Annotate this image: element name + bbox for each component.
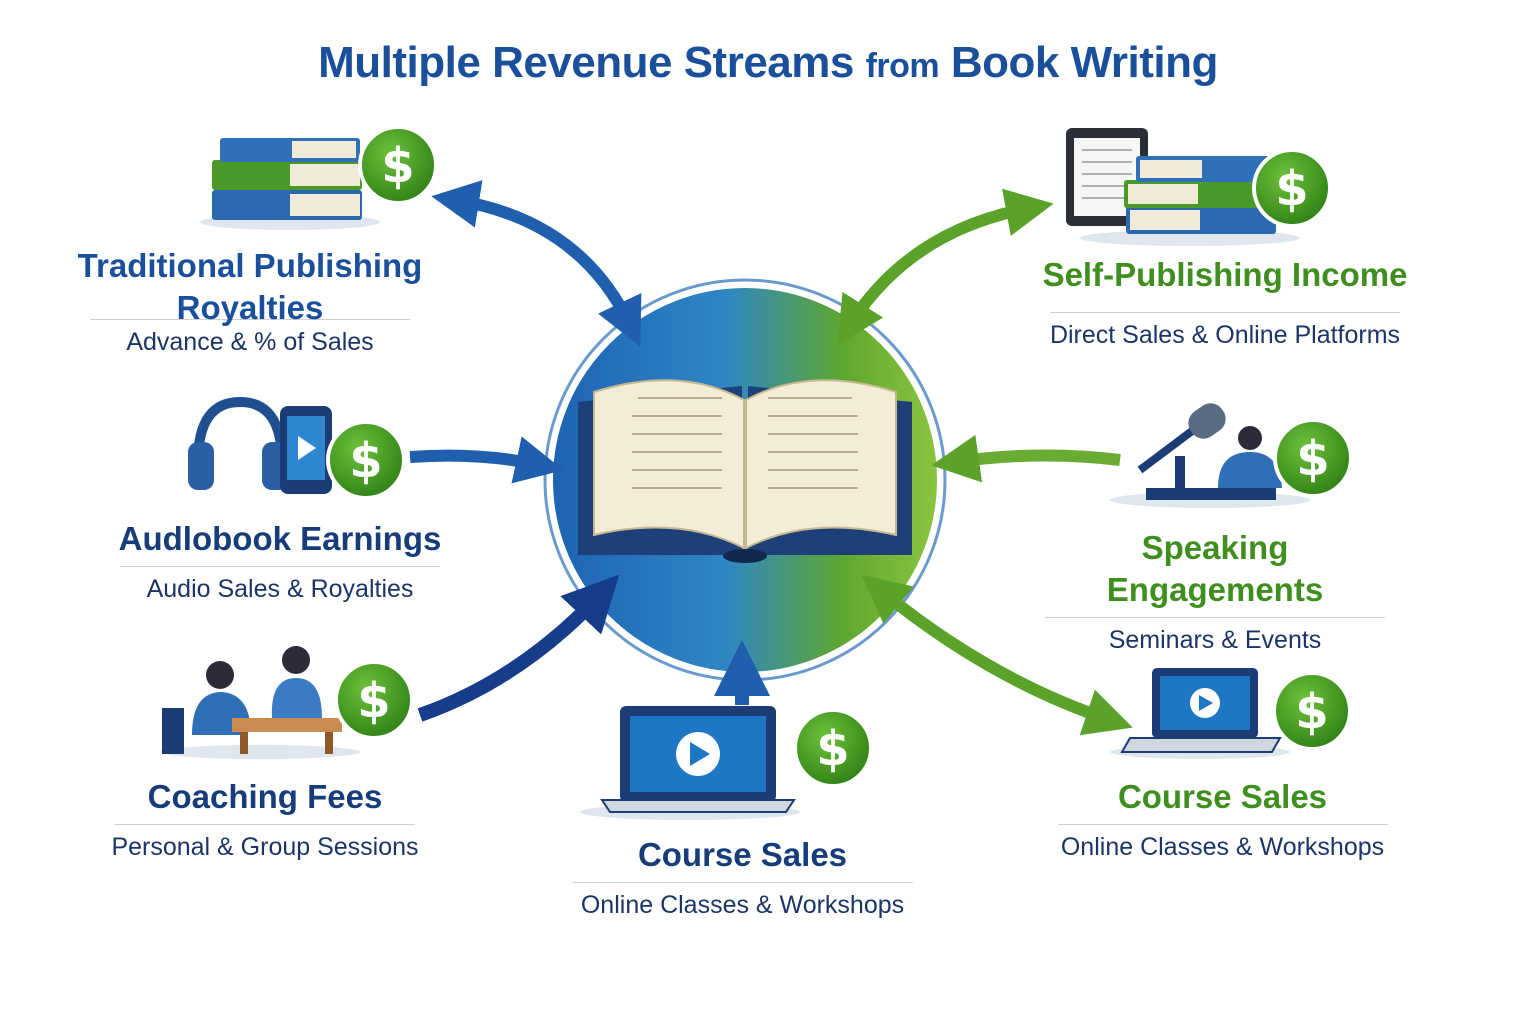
stream-subtitle: Advance & % of Sales xyxy=(126,328,374,356)
stream-subtitle: Direct Sales & Online Platforms xyxy=(1049,321,1401,349)
stream-title: Self-Publishing Income xyxy=(1042,256,1408,293)
stream-title: Audlobook Earnings xyxy=(118,520,442,557)
stream-audiobook: Audlobook Earnings Audio Sales & Royalti… xyxy=(110,518,450,604)
divider xyxy=(90,319,410,320)
stream-speaking: Speaking Engagements Seminars & Events xyxy=(1030,527,1400,655)
dollar-coin-icon xyxy=(1272,671,1352,751)
page-title: Multiple Revenue Streams from Book Writi… xyxy=(0,38,1536,88)
divider xyxy=(1057,824,1388,825)
stream-course-sales-bottom: Course Sales Online Classes & Workshops xyxy=(565,834,920,920)
divider xyxy=(115,824,415,825)
dollar-coin-icon xyxy=(793,708,873,788)
arrow-course-right xyxy=(861,574,1133,736)
stream-subtitle: Seminars & Events xyxy=(1108,626,1322,654)
divider xyxy=(120,566,440,567)
laptop-play-icon xyxy=(580,706,800,820)
dollar-coin-icon xyxy=(358,125,438,205)
stream-title: Coaching Fees xyxy=(147,778,383,815)
dollar-coin-icon xyxy=(334,660,414,740)
stream-coaching: Coaching Fees Personal & Group Sessions xyxy=(105,776,425,862)
stream-title-line2: Royalties xyxy=(176,289,324,326)
arrow-traditional xyxy=(431,180,642,347)
divider xyxy=(572,882,913,883)
title-connector: from xyxy=(865,47,940,85)
arrow-speaking xyxy=(931,434,1121,483)
books-stack-icon xyxy=(200,138,380,230)
stream-subtitle: Audio Sales & Royalties xyxy=(146,575,414,603)
arrow-selfpub xyxy=(837,188,1054,346)
divider xyxy=(1045,617,1385,618)
arrow-audiobook xyxy=(409,436,564,484)
microphone-speaker-icon xyxy=(1110,403,1310,508)
dollar-coin-icon xyxy=(1252,148,1332,228)
stream-title: Course Sales xyxy=(1117,778,1328,815)
tablet-books-icon xyxy=(1066,128,1300,246)
title-main: Multiple Revenue Streams xyxy=(318,38,854,87)
dollar-coin-icon xyxy=(326,420,406,500)
open-book-icon xyxy=(578,379,912,563)
stream-course-sales-right: Course Sales Online Classes & Workshops xyxy=(1050,776,1395,862)
headphones-phone-icon xyxy=(188,396,332,494)
stream-title: Traditional Publishing xyxy=(77,247,423,284)
stream-subtitle: Personal & Group Sessions xyxy=(111,833,419,861)
stream-traditional-publishing: Traditional Publishing Royalties Advance… xyxy=(70,245,430,357)
coaching-people-icon xyxy=(160,646,360,759)
stream-subtitle: Online Classes & Workshops xyxy=(580,891,905,919)
stream-title: Speaking Engagements xyxy=(1106,529,1324,608)
title-tail: Book Writing xyxy=(950,38,1218,87)
stream-self-publishing: Self-Publishing Income Direct Sales & On… xyxy=(1040,254,1410,350)
stream-subtitle: Online Classes & Workshops xyxy=(1060,833,1385,861)
dollar-coin-icon xyxy=(1273,418,1353,498)
divider xyxy=(1050,312,1400,313)
laptop-play-icon xyxy=(1110,668,1290,759)
arrow-coaching xyxy=(417,574,620,722)
stream-title: Course Sales xyxy=(637,836,848,873)
